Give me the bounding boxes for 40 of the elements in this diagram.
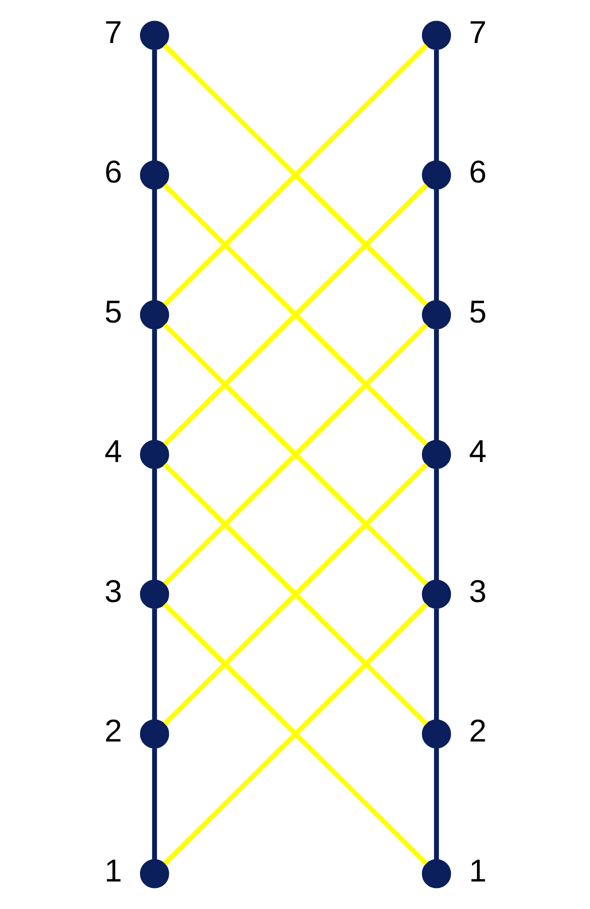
connector bbox=[434, 189, 438, 301]
node-circle bbox=[421, 440, 451, 470]
node-label: 6 bbox=[468, 154, 486, 190]
node-label: 3 bbox=[104, 572, 122, 609]
node-circle bbox=[421, 160, 451, 190]
node-circle bbox=[139, 300, 169, 330]
node-label: 1 bbox=[104, 852, 122, 888]
node-label: 3 bbox=[468, 572, 486, 609]
connector bbox=[152, 50, 156, 161]
node-label: 7 bbox=[468, 14, 486, 50]
node-label: 5 bbox=[104, 293, 122, 330]
connector bbox=[152, 748, 156, 860]
connector bbox=[434, 468, 438, 580]
node-label: 4 bbox=[468, 433, 486, 470]
connector bbox=[434, 50, 438, 161]
connector bbox=[152, 329, 156, 440]
node-label: 2 bbox=[104, 712, 122, 749]
connector bbox=[152, 189, 156, 301]
node-label: 5 bbox=[468, 293, 486, 330]
node-circle bbox=[421, 580, 451, 609]
node-circle bbox=[139, 160, 169, 190]
node-circle bbox=[139, 859, 169, 888]
connector bbox=[434, 329, 438, 440]
node-circle bbox=[139, 440, 169, 470]
connector bbox=[434, 748, 438, 860]
node-circle bbox=[421, 20, 451, 50]
node-circle bbox=[421, 859, 451, 888]
node-label: 6 bbox=[104, 154, 122, 190]
connector bbox=[434, 608, 438, 720]
node-circle bbox=[139, 20, 169, 50]
node-label: 1 bbox=[468, 852, 486, 888]
connector bbox=[152, 468, 156, 580]
node-circle bbox=[139, 719, 169, 749]
node-label: 7 bbox=[104, 14, 122, 50]
node-label: 4 bbox=[104, 433, 122, 470]
node-circle bbox=[421, 719, 451, 749]
node-label: 2 bbox=[468, 712, 486, 749]
node-circle bbox=[421, 300, 451, 330]
node-circle bbox=[139, 580, 169, 609]
connector bbox=[152, 608, 156, 720]
